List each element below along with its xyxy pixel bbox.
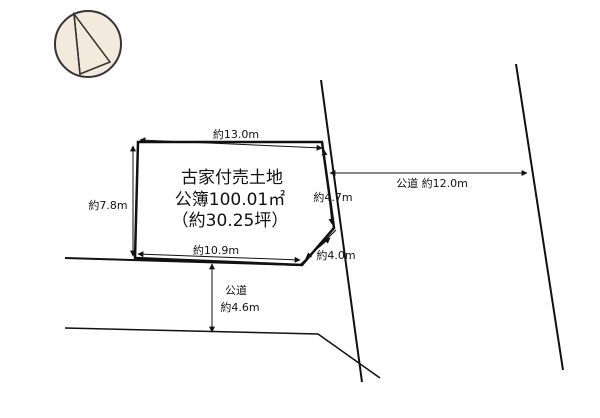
dim-right-label: 約4.7m <box>313 190 352 204</box>
lot-area-official: 公簿100.01㎡ <box>175 190 285 210</box>
south-road-label-width: 約4.6m <box>220 300 259 314</box>
dim-top-label: 約13.0m <box>213 127 259 141</box>
dim-corner-label: 約4.0m <box>316 248 355 262</box>
dim-corner-line <box>305 237 331 259</box>
east-road-east-edge <box>515 63 564 371</box>
east-road-west-edge <box>320 79 363 383</box>
dim-bottom-line <box>137 251 301 263</box>
lot-area-tsubo: （約30.25坪） <box>172 211 289 231</box>
south-road-lower-edge <box>64 327 381 379</box>
dim-top-line <box>139 137 323 151</box>
east-road-label: 公道 約12.0m <box>396 176 468 190</box>
south-road-label-type: 公道 <box>225 283 247 297</box>
dim-bottom-label: 約10.9m <box>193 243 239 257</box>
lot-name: 古家付売土地 <box>181 168 283 188</box>
dim-right-line <box>321 149 335 225</box>
compass-icon <box>54 10 122 78</box>
dim-left-label: 約7.8m <box>88 198 127 212</box>
